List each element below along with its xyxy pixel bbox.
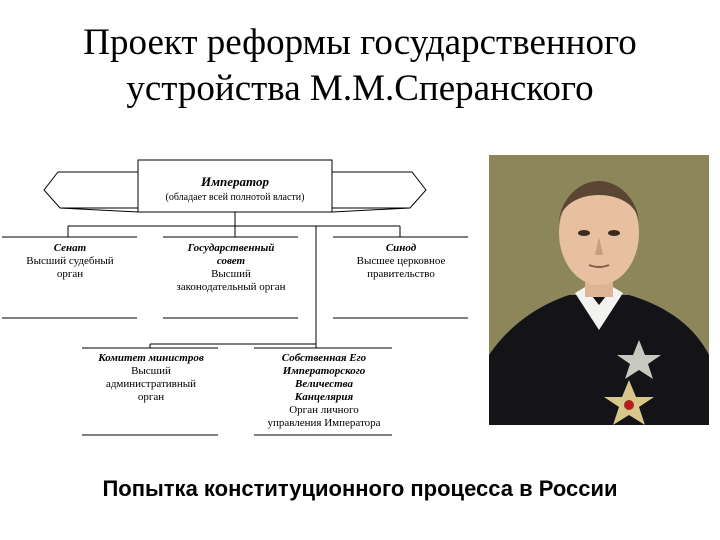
node-desc: Высшее церковное правительство bbox=[356, 255, 446, 280]
emperor-subtitle: (обладает всей полнотой власти) bbox=[165, 192, 305, 203]
title-line-1: Проект реформы государственного bbox=[83, 22, 637, 63]
emperor-title: Император bbox=[201, 174, 269, 189]
node-desc: Высший административный орган bbox=[105, 365, 197, 403]
box-rules bbox=[2, 236, 468, 436]
portrait-face bbox=[559, 181, 639, 285]
portrait-collar bbox=[575, 287, 623, 330]
slide-caption: Попытка конституционного процесса в Росс… bbox=[102, 476, 618, 501]
node-desc: Орган личного управления Императора bbox=[267, 404, 381, 429]
node-state-council: Государственный совет Высший законодател… bbox=[164, 242, 298, 294]
diagram-lines bbox=[2, 159, 468, 436]
node-title: Государственный совет bbox=[187, 242, 275, 267]
node-title: Собственная Его Императорского Величеств… bbox=[281, 352, 367, 403]
speransky-portrait bbox=[489, 155, 709, 425]
node-chancellery: Собственная Его Императорского Величеств… bbox=[256, 352, 392, 430]
node-title: Сенат bbox=[53, 242, 87, 254]
node-desc: Высший законодательный орган bbox=[176, 268, 286, 293]
node-title: Синод bbox=[385, 242, 417, 254]
connector-lines bbox=[67, 212, 401, 348]
portrait-hair bbox=[559, 181, 639, 225]
node-committee-of-ministers: Комитет министров Высший административны… bbox=[84, 352, 218, 404]
node-title: Комитет министров bbox=[98, 352, 204, 364]
portrait-coat bbox=[489, 295, 709, 425]
emperor-banner bbox=[43, 159, 427, 213]
node-desc: Высший судебный орган bbox=[26, 255, 114, 280]
star-order-icon bbox=[617, 340, 661, 379]
node-senate: Сенат Высший судебный орган bbox=[4, 242, 136, 281]
slide-title: Проект реформы государственного устройст… bbox=[0, 20, 720, 112]
node-synod: Синод Высшее церковное правительство bbox=[334, 242, 468, 281]
title-line-2: устройства М.М.Сперанского bbox=[126, 68, 594, 109]
